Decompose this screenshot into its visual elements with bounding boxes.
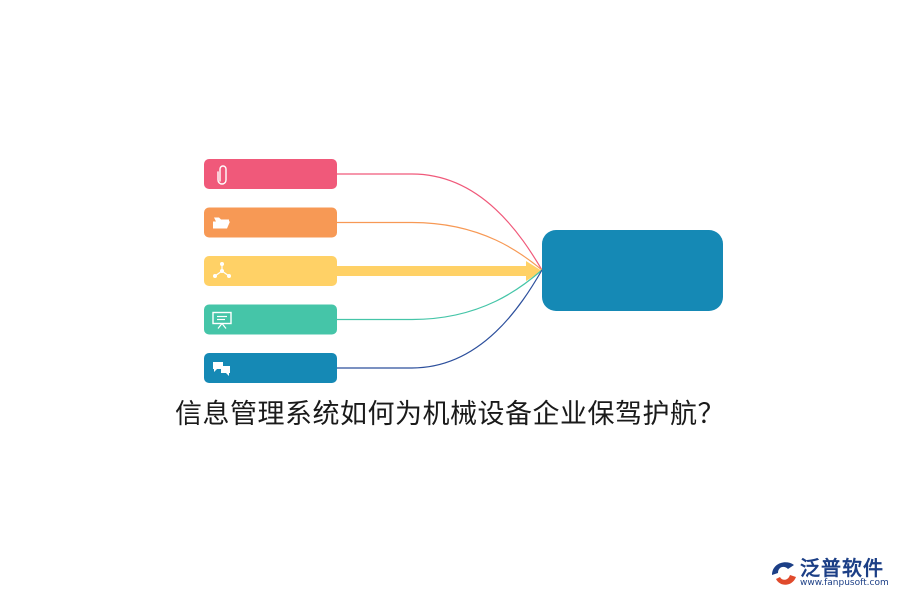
source-node-box (204, 353, 337, 383)
presentation-icon (212, 311, 232, 329)
connector-line (337, 269, 543, 321)
connector-line (337, 173, 543, 271)
source-node (204, 304, 337, 335)
connector-line (337, 221, 543, 271)
network-icon (213, 262, 231, 278)
connector-arrowhead (526, 261, 542, 281)
folder-icon (213, 217, 230, 229)
brand-name: 泛普软件 (800, 556, 884, 580)
source-node-box (204, 304, 337, 335)
connector-arrow (337, 266, 528, 276)
target-node (542, 230, 723, 311)
diagram-caption: 信息管理系统如何为机械设备企业保驾护航？ (175, 399, 725, 430)
source-node (204, 256, 337, 286)
source-node-box (204, 256, 337, 286)
paperclip-icon (217, 165, 227, 185)
connector-lines (337, 173, 543, 369)
brand-logo-icon (772, 562, 796, 585)
source-node (204, 207, 337, 238)
source-nodes (204, 159, 337, 383)
brand-url: www.fanpusoft.com (800, 578, 889, 588)
source-node (204, 353, 337, 383)
source-node-box (204, 207, 337, 238)
chat-icon (213, 362, 230, 376)
source-node (204, 159, 337, 189)
connector-line (337, 269, 543, 369)
source-node-box (204, 159, 337, 189)
